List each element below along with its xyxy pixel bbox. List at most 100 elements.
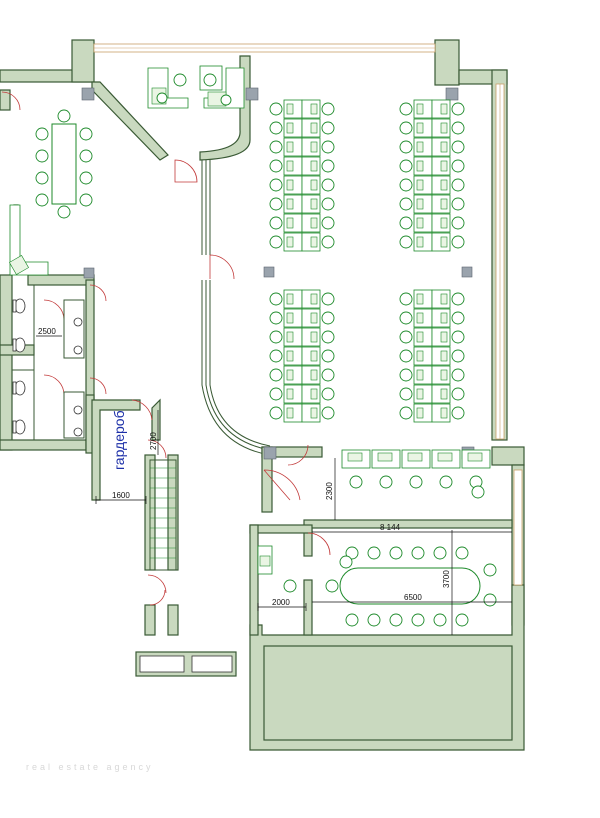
monitor-icon bbox=[440, 350, 448, 362]
dimension-6500: 6500 bbox=[404, 593, 422, 602]
monitor-icon bbox=[440, 236, 448, 248]
chair-icon bbox=[399, 121, 413, 135]
chair-icon bbox=[269, 349, 283, 363]
monitor-icon bbox=[440, 122, 448, 134]
chair-icon bbox=[455, 546, 469, 560]
chair-icon bbox=[269, 121, 283, 135]
chair-icon bbox=[79, 127, 93, 141]
dimension-3700: 3700 bbox=[442, 570, 451, 588]
monitor-icon bbox=[416, 369, 424, 381]
chair-icon bbox=[79, 193, 93, 207]
workstation-cluster bbox=[269, 289, 335, 423]
chair-icon bbox=[367, 613, 381, 627]
chair-icon bbox=[321, 140, 335, 154]
chair-icon bbox=[269, 140, 283, 154]
chair-icon bbox=[451, 387, 465, 401]
dimension-2000: 2000 bbox=[272, 598, 290, 607]
monitor-icon bbox=[440, 331, 448, 343]
small-office bbox=[257, 545, 297, 593]
toilet-block bbox=[12, 285, 85, 440]
watermark-tagline: real estate agency bbox=[26, 762, 154, 772]
monitor-icon bbox=[416, 312, 424, 324]
chair-icon bbox=[35, 149, 49, 163]
conference-room bbox=[325, 546, 497, 627]
monitor-icon bbox=[440, 407, 448, 419]
wardrobe-label: гардероб bbox=[111, 410, 127, 470]
monitor-icon bbox=[310, 217, 318, 229]
chair-icon bbox=[321, 368, 335, 382]
workstation-cluster bbox=[269, 99, 335, 252]
chair-icon bbox=[455, 613, 469, 627]
chair-icon bbox=[451, 311, 465, 325]
chair-icon bbox=[451, 292, 465, 306]
chair-icon bbox=[35, 171, 49, 185]
dimension-2300: 2300 bbox=[325, 482, 334, 500]
monitor-icon bbox=[416, 141, 424, 153]
chair-icon bbox=[35, 193, 49, 207]
dimension-2500: 2500 bbox=[38, 327, 56, 336]
chair-icon bbox=[269, 387, 283, 401]
monitor-icon bbox=[416, 122, 424, 134]
monitor-icon bbox=[310, 293, 318, 305]
monitor-icon bbox=[286, 331, 294, 343]
chair-icon bbox=[399, 197, 413, 211]
monitor-icon bbox=[440, 198, 448, 210]
monitor-icon bbox=[286, 312, 294, 324]
monitor-icon bbox=[310, 160, 318, 172]
monitor-icon bbox=[416, 217, 424, 229]
chair-icon bbox=[345, 613, 359, 627]
chair-icon bbox=[399, 292, 413, 306]
chair-icon bbox=[451, 216, 465, 230]
chair-icon bbox=[35, 127, 49, 141]
monitor-icon bbox=[286, 236, 294, 248]
monitor-icon bbox=[286, 369, 294, 381]
monitor-icon bbox=[286, 198, 294, 210]
chair-icon bbox=[483, 563, 497, 577]
monitor-icon bbox=[310, 103, 318, 115]
reception-desks bbox=[341, 449, 491, 499]
monitor-icon bbox=[310, 331, 318, 343]
monitor-icon bbox=[310, 179, 318, 191]
chair-icon bbox=[451, 140, 465, 154]
monitor-icon bbox=[440, 160, 448, 172]
monitor-icon bbox=[310, 407, 318, 419]
monitor-icon bbox=[440, 293, 448, 305]
sink-fixture bbox=[73, 317, 83, 437]
chair-icon bbox=[269, 368, 283, 382]
monitor-icon bbox=[310, 141, 318, 153]
open-space bbox=[269, 99, 465, 423]
chair-icon bbox=[389, 546, 403, 560]
chair-icon bbox=[399, 216, 413, 230]
chair-icon bbox=[451, 121, 465, 135]
chair-icon bbox=[57, 205, 71, 219]
monitor-icon bbox=[407, 452, 423, 462]
chair-icon bbox=[321, 330, 335, 344]
windows bbox=[93, 43, 523, 586]
monitor-icon bbox=[440, 103, 448, 115]
monitor-icon bbox=[310, 122, 318, 134]
chair-icon bbox=[399, 330, 413, 344]
chair-icon bbox=[399, 140, 413, 154]
chair-icon bbox=[269, 216, 283, 230]
monitor-icon bbox=[347, 452, 363, 462]
monitor-icon bbox=[310, 312, 318, 324]
monitor-icon bbox=[286, 103, 294, 115]
monitor-icon bbox=[286, 179, 294, 191]
chair-icon bbox=[451, 368, 465, 382]
monitor-icon bbox=[377, 452, 393, 462]
chair-icon bbox=[321, 159, 335, 173]
chair-icon bbox=[349, 475, 363, 489]
dimension-8144: 8 144 bbox=[380, 523, 401, 532]
monitor-icon bbox=[286, 217, 294, 229]
monitor-icon bbox=[467, 452, 483, 462]
monitor-icon bbox=[416, 293, 424, 305]
monitor-icon bbox=[286, 407, 294, 419]
monitor-icon bbox=[286, 122, 294, 134]
chair-icon bbox=[451, 159, 465, 173]
monitor-icon bbox=[416, 198, 424, 210]
chair-icon bbox=[399, 406, 413, 420]
chair-icon bbox=[321, 292, 335, 306]
workstation-cluster bbox=[399, 289, 465, 423]
chair-icon bbox=[451, 102, 465, 116]
chair-icon bbox=[399, 159, 413, 173]
